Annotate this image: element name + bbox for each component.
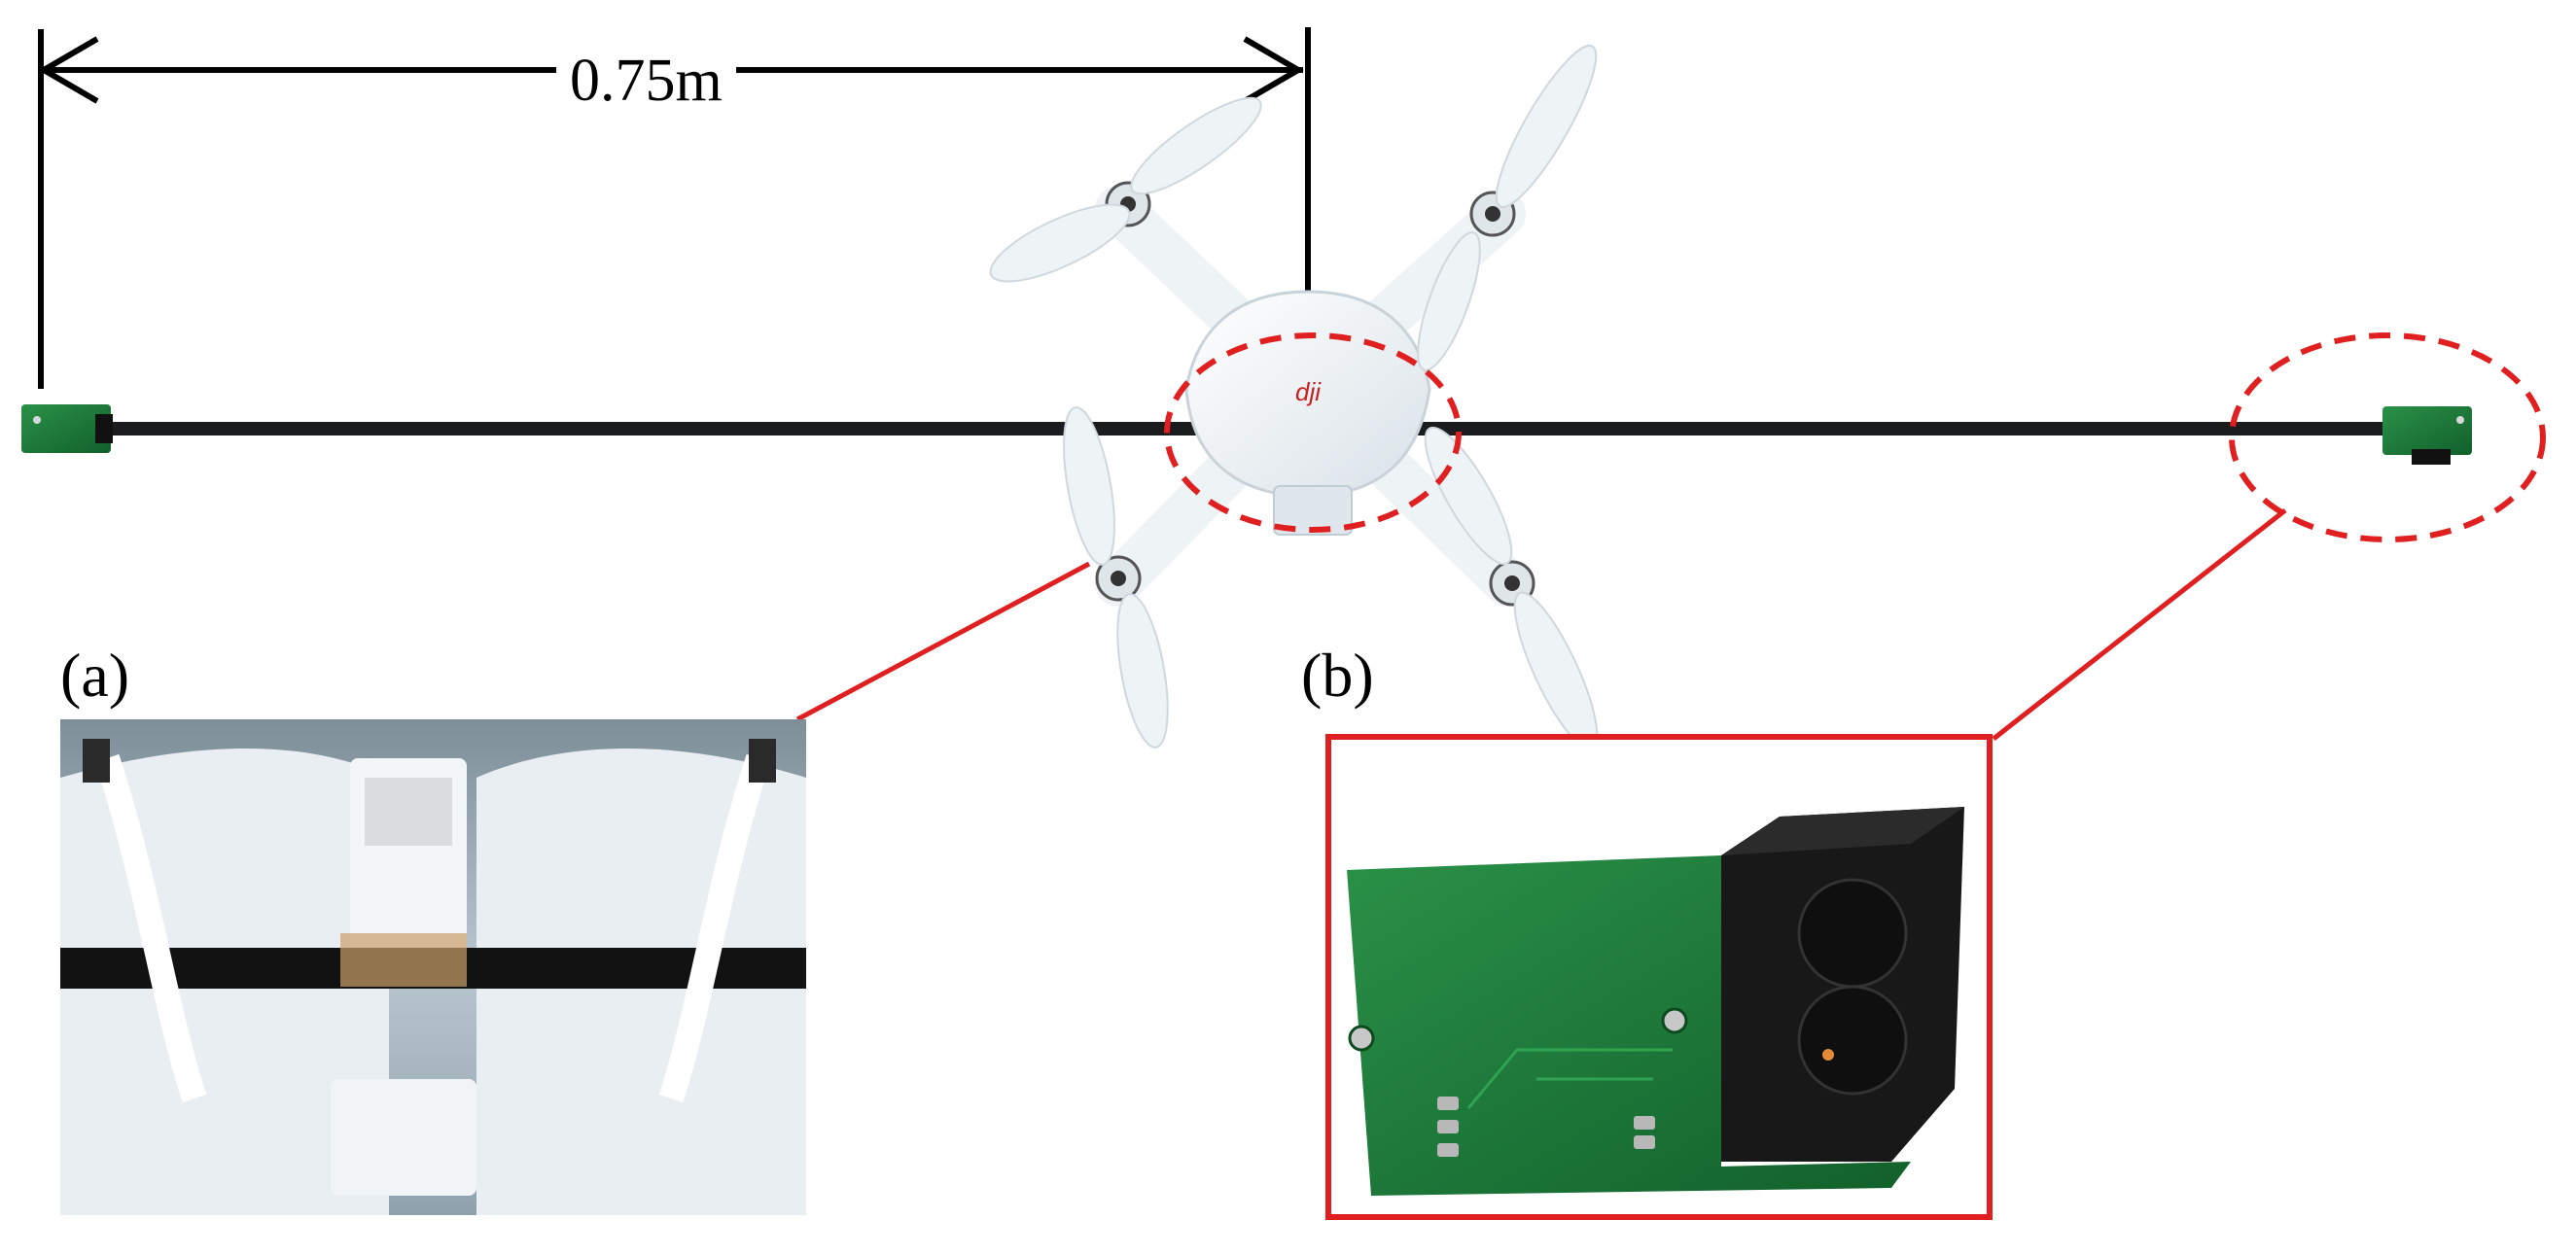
propeller-top-right-b [1417,231,1481,371]
propeller-bottom-left-a [1063,406,1115,566]
dimension-label: 0.75m [556,37,736,124]
inset-b-photo [1325,734,1993,1220]
propeller-bottom-right-a [1424,426,1513,566]
inset-a-photo [60,719,806,1215]
propeller-top-left-b [1130,96,1262,195]
quadcopter-drone: dji [989,44,1599,750]
propeller-top-left-a [989,203,1131,283]
callout-ellipse-center [1164,332,1462,533]
inset-b-label: (b) [1301,641,1374,710]
callout-line-a [795,561,1091,722]
right-sensor-board [2382,406,2472,465]
propeller-bottom-left-b [1116,593,1169,749]
inset-a-label: (a) [60,641,130,710]
propeller-bottom-right-b [1513,591,1599,750]
propeller-top-right-a [1495,44,1598,209]
callout-ellipse-right [2229,332,2546,542]
left-sensor-board [21,404,113,453]
drone-logo: dji [1295,377,1322,406]
callout-line-b [1992,508,2287,741]
